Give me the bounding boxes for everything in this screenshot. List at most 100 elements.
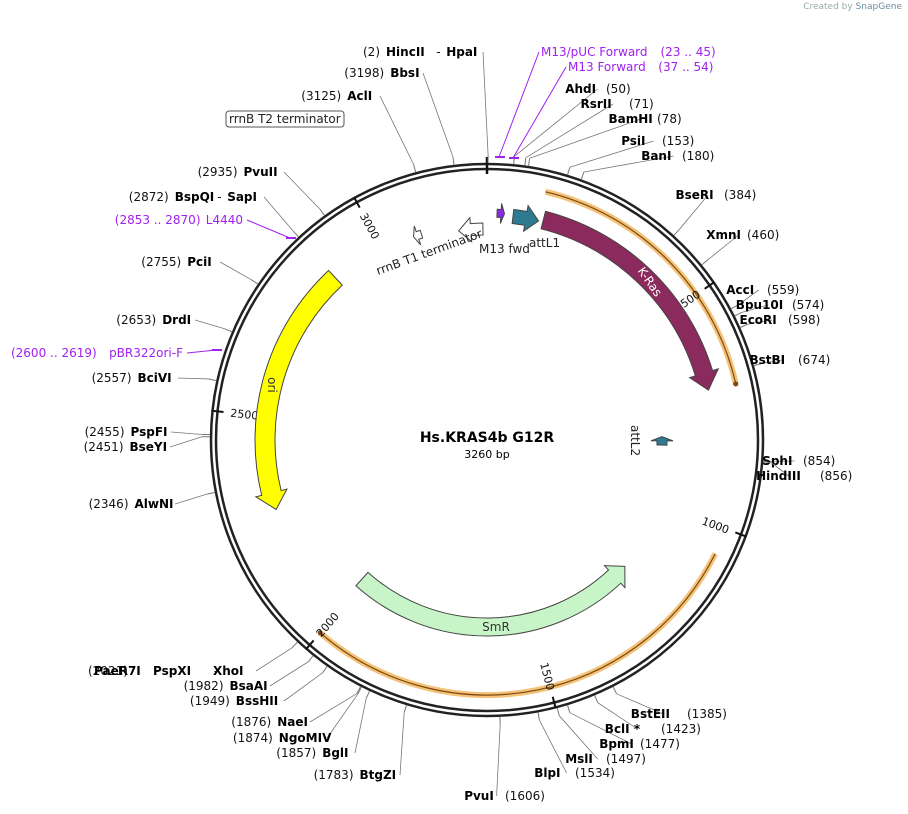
site-tick	[537, 712, 540, 721]
site-leader	[529, 118, 642, 159]
site-tick	[307, 655, 314, 663]
site-position: (1606)	[505, 789, 545, 803]
credit-brand: SnapGene	[855, 2, 902, 12]
scale-tick-label: 3000	[357, 211, 382, 242]
site-name-2: SapI	[227, 190, 257, 204]
site-position: (2557)	[92, 371, 132, 385]
site-leader	[539, 719, 567, 774]
site-tick	[567, 167, 571, 176]
site-position: (1876)	[231, 715, 271, 729]
site-tick	[580, 171, 585, 180]
site-position: (856)	[820, 469, 852, 483]
site-tick	[207, 492, 216, 495]
site-leader	[379, 95, 415, 165]
snapgene-credit: Created by SnapGene	[803, 2, 902, 12]
orange-arc-end	[733, 381, 739, 387]
site-name: Bpu10I	[736, 298, 783, 312]
site-leader	[525, 103, 614, 159]
site-position: (1497)	[606, 752, 646, 766]
orange-arc-line	[545, 191, 737, 385]
site-name: AclI	[347, 89, 372, 103]
scale-tick-label: 2500	[230, 407, 259, 423]
site-name: BsaAI	[230, 679, 268, 693]
primer-range: (37 .. 54)	[658, 60, 713, 74]
site-tick	[524, 157, 527, 166]
scale-tick-label: 2000	[314, 610, 342, 640]
site-position: (1982)	[184, 679, 224, 693]
site-leader	[707, 234, 739, 261]
scale-tick-label: 1000	[700, 515, 731, 537]
static-label-layer: rrnB T2 terminator rrnB T1 terminator M1…	[225, 110, 642, 461]
site-name: NgoMIV	[279, 731, 332, 745]
feature-label-smr: SmR	[482, 620, 510, 634]
site-name: HindIII	[756, 469, 801, 483]
site-leader	[737, 289, 759, 306]
site-position: (2455)	[85, 425, 125, 439]
site-position: (1477)	[640, 737, 680, 751]
site-leader	[326, 693, 359, 739]
site-leader	[255, 647, 293, 672]
scale-tick	[211, 409, 224, 413]
site-tick	[734, 311, 743, 317]
feature-ori	[254, 269, 343, 511]
site-leader	[283, 672, 323, 702]
site-tick	[413, 164, 417, 173]
feature-m13-fwd	[496, 203, 506, 224]
site-leader	[496, 724, 501, 797]
site-name: BseRI	[676, 188, 714, 202]
site-name: BstBI	[750, 353, 786, 367]
site-name: BciVI	[138, 371, 172, 385]
site-leader	[174, 493, 208, 505]
site-leader	[169, 436, 203, 448]
site-position: (2)	[363, 45, 380, 59]
site-name: AlwNI	[135, 497, 174, 511]
scale-tick	[551, 696, 557, 709]
site-leader	[283, 171, 321, 210]
site-leader	[583, 155, 674, 173]
site-name: BbsI	[390, 66, 419, 80]
site-leader	[269, 661, 309, 687]
site-tick	[356, 686, 361, 694]
site-name: BamHI	[609, 112, 653, 126]
rrnb-t1-terminator-label: rrnB T1 terminator	[374, 226, 484, 277]
plasmid-name: Hs.KRAS4b G12R	[420, 430, 555, 446]
orange-arc-layer	[317, 188, 739, 698]
feature-smr	[355, 565, 626, 637]
site-position: (1874)	[233, 731, 273, 745]
site-leader	[482, 51, 489, 156]
site-leader	[354, 698, 367, 754]
primer-range: (23 .. 45)	[661, 45, 716, 59]
primer-leader	[498, 51, 540, 158]
site-position: (71)	[629, 97, 654, 111]
site-position: (854)	[803, 454, 835, 468]
site-name: PciI	[187, 255, 212, 269]
site-name: EcoRI	[740, 313, 777, 327]
site-tick	[292, 230, 299, 238]
feature-attl2	[650, 436, 674, 446]
site-position: (559)	[767, 283, 799, 297]
site-tick	[730, 304, 739, 310]
site-position: (674)	[798, 353, 830, 367]
attl1-label: attL1	[529, 236, 560, 250]
site-name: BanI	[641, 149, 671, 163]
site-leader	[514, 88, 598, 157]
scale-tick	[734, 531, 747, 538]
site-name: BclI *	[605, 722, 641, 736]
site-tick	[251, 279, 259, 285]
site-leader	[309, 693, 358, 723]
site-tick	[567, 704, 571, 713]
feature-rrnb-t1-terminator	[457, 216, 484, 243]
site-sep: -	[217, 190, 221, 204]
primer-leader	[512, 66, 567, 159]
site-name: XmnI	[706, 228, 741, 242]
feature-rrnb-t2-terminator	[413, 225, 424, 246]
site-position: (2451)	[84, 440, 124, 454]
site-name-3: XhoI	[213, 664, 244, 678]
site-name-2: HpaI	[446, 45, 477, 59]
site-name: HincII	[386, 45, 425, 59]
site-position: (1857)	[276, 746, 316, 760]
site-name: PaeR7I	[94, 664, 141, 678]
rrnb-t2-terminator-label: rrnB T2 terminator	[229, 112, 341, 126]
